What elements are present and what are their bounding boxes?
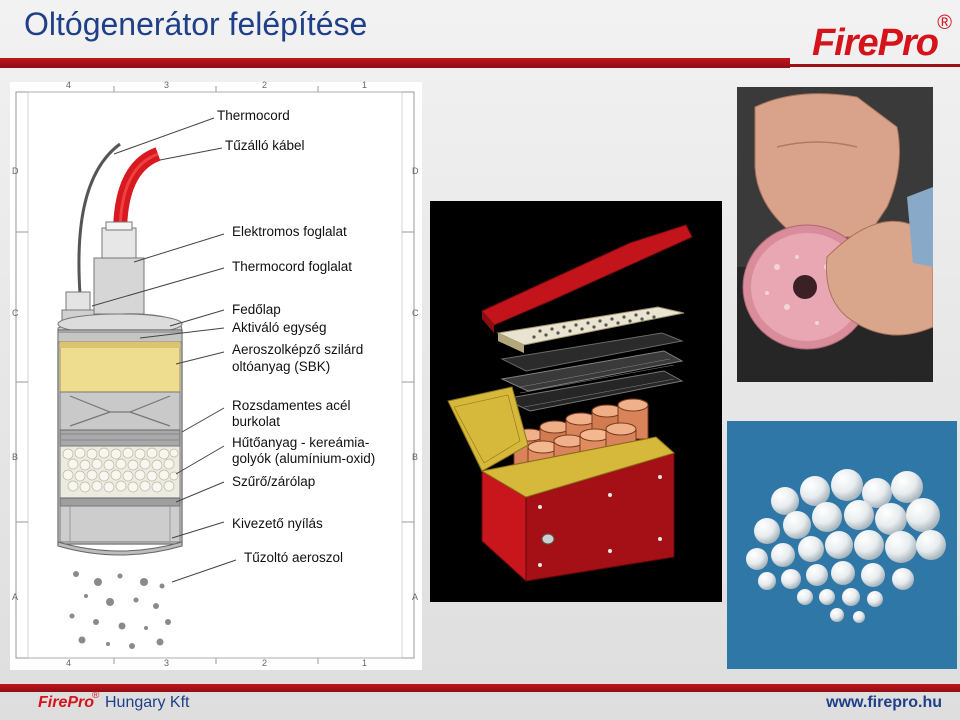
- footer-registered-mark: ®: [92, 690, 100, 701]
- label-activator: Aktiváló egység: [232, 320, 327, 335]
- footer-divider: [0, 684, 960, 692]
- frame-number: 1: [362, 658, 368, 668]
- frame-letter: A: [412, 592, 419, 602]
- generator-exploded-render: [430, 201, 722, 602]
- frame-letter: D: [12, 166, 19, 176]
- label-fireproof-cable: Tűzálló kábel: [225, 138, 305, 153]
- exploded-render-drawing: [430, 201, 722, 602]
- generator-diagram: 4 3 2 1 4 3 2 1 D C B A D C B A Thermoco…: [10, 80, 422, 670]
- label-cover: Fedőlap: [232, 302, 281, 317]
- label-electric-socket: Elektromos foglalat: [232, 224, 347, 239]
- firepro-logo: FirePro: [811, 22, 939, 64]
- frame-number: 1: [362, 80, 368, 90]
- frame-letter: B: [12, 452, 19, 462]
- frame-number: 3: [164, 80, 170, 90]
- frame-letter: A: [12, 592, 19, 602]
- label-filter: Szűrő/zárólap: [232, 474, 316, 489]
- ceramic-balls-photo: [727, 421, 957, 669]
- label-extinguishing-aerosol: Tűzoltó aeroszol: [244, 550, 344, 565]
- header-divider-thin: [790, 64, 960, 67]
- frame-number: 4: [66, 658, 72, 668]
- aerosol-cartridge-photo: [737, 87, 933, 382]
- label-aerosol-line1: Aeroszolképző szilárd: [232, 342, 364, 357]
- label-thermocord: Thermocord: [217, 108, 290, 123]
- frame-letter: C: [12, 308, 19, 318]
- frame-number: 4: [66, 80, 72, 90]
- frame-letter: B: [412, 452, 419, 462]
- frame-letter: D: [412, 166, 419, 176]
- footer-website-link[interactable]: www.firepro.hu: [826, 694, 942, 711]
- diagram-drawing: [15, 86, 415, 664]
- label-aerosol-line2: oltóanyag (SBK): [232, 359, 331, 374]
- frame-number: 2: [262, 658, 268, 668]
- label-coolant-line2: golyók (alumínium-oxid): [232, 451, 376, 466]
- frame-letter: C: [412, 308, 419, 318]
- registered-mark: ®: [937, 12, 952, 34]
- frame-number: 3: [164, 658, 170, 668]
- label-outlet: Kivezető nyílás: [232, 516, 323, 531]
- header-divider: [0, 58, 790, 68]
- cartridge-photo-drawing: [737, 87, 933, 382]
- label-steel-line2: burkolat: [232, 414, 281, 429]
- footer-brand: FirePro: [38, 694, 95, 711]
- label-coolant-line1: Hűtőanyag - kereámia-: [232, 435, 370, 450]
- page-title: Oltógenerátor felépítése: [24, 6, 368, 42]
- ceramic-balls-drawing: [727, 421, 957, 669]
- footer-company: Hungary Kft: [105, 694, 190, 711]
- label-thermocord-socket: Thermocord foglalat: [232, 259, 353, 274]
- frame-number: 2: [262, 80, 268, 90]
- label-steel-line1: Rozsdamentes acél: [232, 398, 351, 413]
